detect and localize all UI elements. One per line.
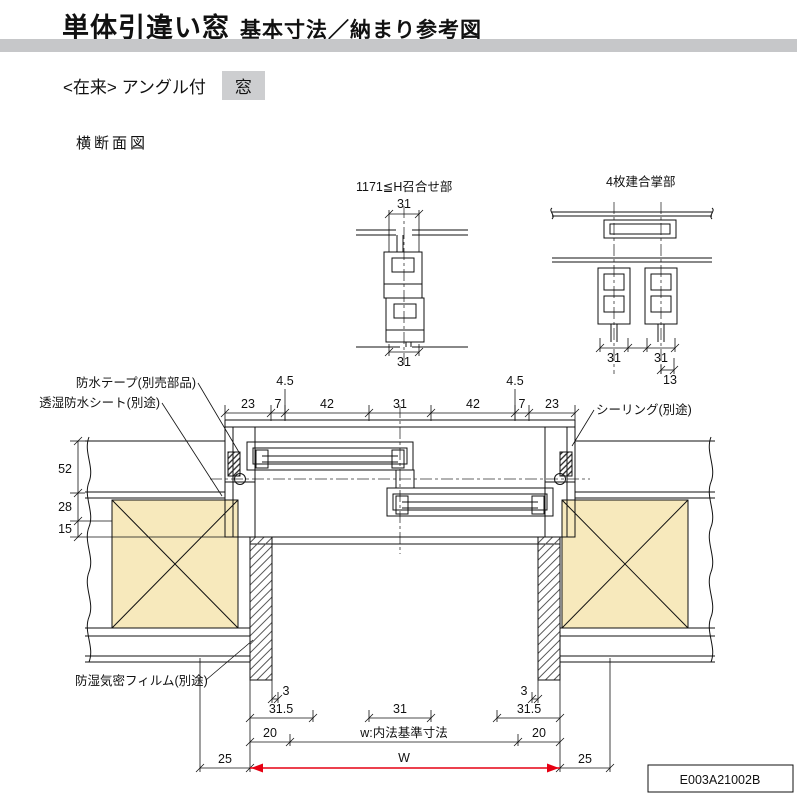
dim-3-left: 3 xyxy=(283,684,290,698)
detail-four-panel xyxy=(550,207,714,342)
dim-42-right: 42 xyxy=(466,397,480,411)
detail-meeting-stile xyxy=(356,229,468,348)
page-title: 単体引違い窓基本寸法／納まり参考図 xyxy=(62,6,482,45)
centerlines xyxy=(210,202,662,554)
dim-31-5-left: 31.5 xyxy=(269,702,293,716)
dim-3-right: 3 xyxy=(521,684,528,698)
callout-moisture-sheet: 透湿防水シート(別途) xyxy=(39,395,160,410)
title-underline-bar xyxy=(0,39,797,52)
dim-28: 28 xyxy=(58,500,72,514)
subtitle-text: <在来> アングル付 xyxy=(63,78,206,97)
break-line-left xyxy=(86,436,92,663)
title-main: 単体引違い窓 xyxy=(62,13,230,43)
dimension-lines xyxy=(70,209,680,773)
window-type-badge: 窓 xyxy=(221,71,265,100)
casing-strip-right xyxy=(537,536,561,681)
detail-left-dim-top: 31 xyxy=(397,197,411,211)
dim-w-inner-label: w:内法基準寸法 xyxy=(359,725,448,740)
wall-blocks xyxy=(111,499,689,629)
waterproof-tape-left xyxy=(227,451,241,477)
dim-7-right: 7 xyxy=(519,397,526,411)
w-arrowhead-right xyxy=(547,763,559,773)
dim-w-mark: W xyxy=(398,751,410,765)
dim-31-top: 31 xyxy=(393,397,407,411)
callout-leaders xyxy=(161,382,595,681)
dim-23-right: 23 xyxy=(545,397,559,411)
drawing-labels: 1171≦H召合せ部 31 31 4枚建合掌部 31 31 13 防水テープ(別… xyxy=(39,174,692,766)
dim-15: 15 xyxy=(58,522,72,536)
callout-airtight-film: 防湿気密フィルム(別途) xyxy=(75,673,208,688)
dim-4-5-left: 4.5 xyxy=(276,374,293,388)
dim-23-left: 23 xyxy=(241,397,255,411)
dim-20-right: 20 xyxy=(532,726,546,740)
sash-interior xyxy=(386,487,554,517)
interlock xyxy=(395,469,415,489)
dim-52: 52 xyxy=(58,462,72,476)
drawing-code: E003A21002B xyxy=(680,773,761,787)
detail-left-dim-bottom: 31 xyxy=(397,355,411,369)
subtitle: <在来> アングル付 窓 xyxy=(63,71,265,100)
dim-42-left: 42 xyxy=(320,397,334,411)
detail-right-dim-b: 31 xyxy=(654,351,668,365)
dim-20-left: 20 xyxy=(263,726,277,740)
break-line-right xyxy=(708,436,714,663)
waterproof-tape-right xyxy=(559,451,573,477)
title-sub: 基本寸法／納まり参考図 xyxy=(240,19,482,42)
dim-31-5-right: 31.5 xyxy=(517,702,541,716)
window-frame-section xyxy=(224,419,576,681)
dim-7-left: 7 xyxy=(275,397,282,411)
detail-right-dim-a: 31 xyxy=(607,351,621,365)
casing-strip-left xyxy=(249,536,273,681)
detail-right-dim-c: 13 xyxy=(663,373,677,387)
callout-waterproof-tape: 防水テープ(別売部品) xyxy=(76,375,196,390)
w-dimension-arrow xyxy=(250,763,560,773)
cross-section-drawing: E003A21002B 1171≦H召合せ部 31 31 4枚建合掌部 31 3… xyxy=(39,174,794,793)
callout-sealing: シーリング(別途) xyxy=(596,402,692,417)
drawing-code-box: E003A21002B xyxy=(647,764,794,793)
w-arrowhead-left xyxy=(251,763,263,773)
dim-31-center: 31 xyxy=(393,702,407,716)
section-heading: 横断面図 xyxy=(76,135,149,152)
sash-exterior xyxy=(246,441,414,471)
detail-left-label: 1171≦H召合せ部 xyxy=(356,179,452,194)
dim-4-5-right: 4.5 xyxy=(506,374,523,388)
detail-right-label: 4枚建合掌部 xyxy=(606,174,675,189)
dim-25-right: 25 xyxy=(578,752,592,766)
dim-25-left: 25 xyxy=(218,752,232,766)
